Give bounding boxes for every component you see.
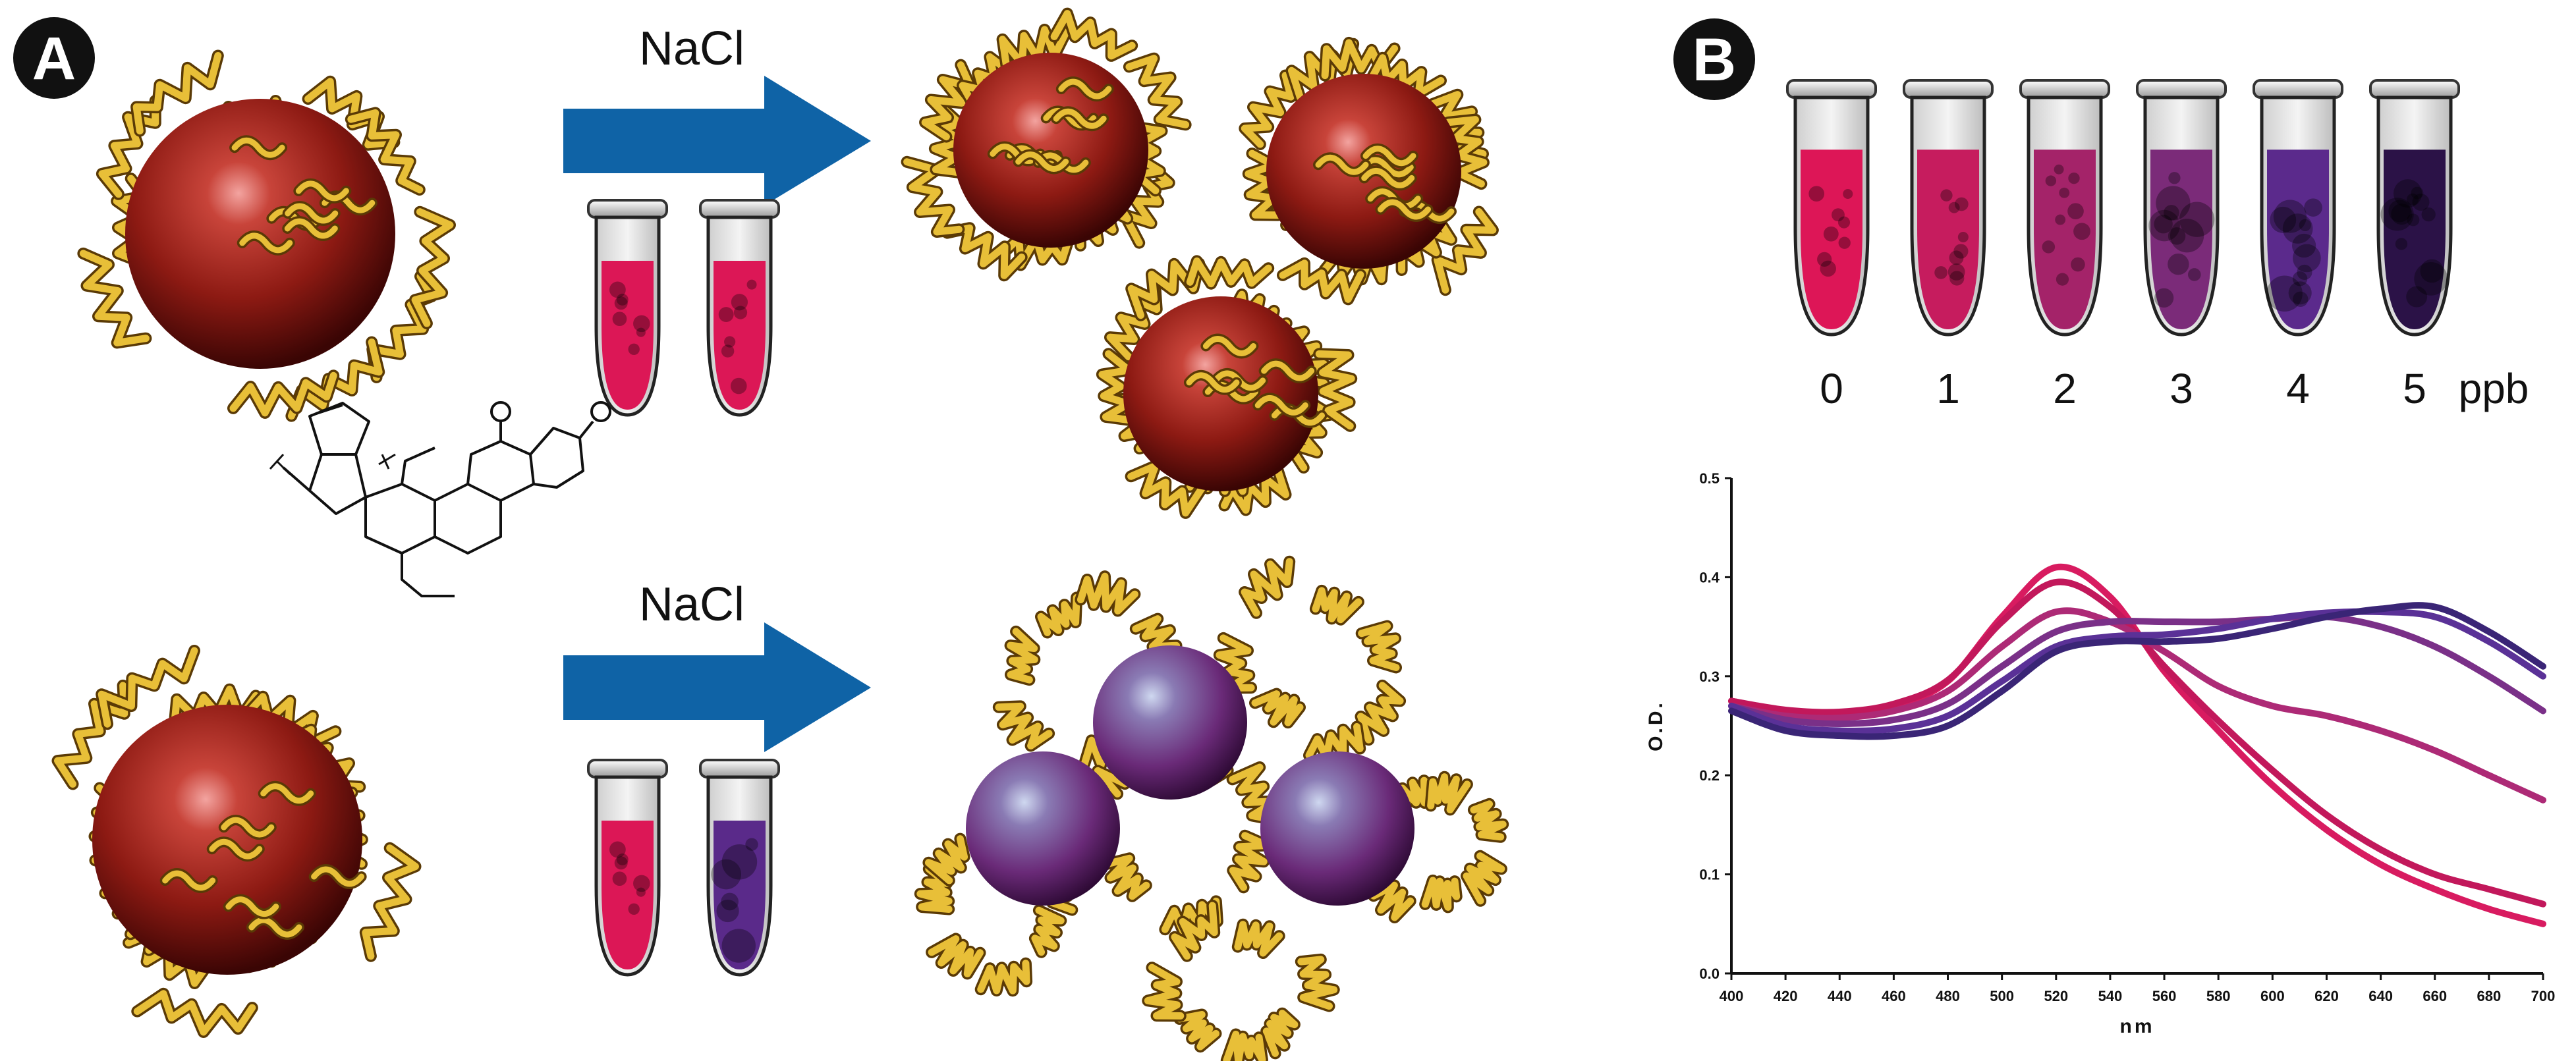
x-tick-label: 400 <box>1720 988 1744 1004</box>
y-tick-label: 0.0 <box>1699 966 1720 982</box>
aflatoxin-structure <box>269 401 611 597</box>
y-tick-label: 0.1 <box>1699 867 1720 883</box>
y-tick-label: 0.4 <box>1699 569 1720 585</box>
sample-tube <box>2136 79 2227 337</box>
x-tick-label: 500 <box>1990 988 2014 1004</box>
concentration-label: 5 <box>2403 365 2426 412</box>
x-tick-label: 620 <box>2314 988 2339 1004</box>
sample-tube <box>2253 79 2343 337</box>
x-tick-label: 600 <box>2260 988 2285 1004</box>
x-tick-label: 520 <box>2044 988 2068 1004</box>
tube-series <box>1786 79 2460 337</box>
x-tick-label: 440 <box>1828 988 1852 1004</box>
aggregated-aunps <box>914 555 1509 1061</box>
spectrum-line-5 <box>1728 602 2546 740</box>
panel-a-label: A <box>32 25 76 92</box>
nacl-label-top: NaCl <box>639 22 744 75</box>
x-tick-label: 460 <box>1882 988 1906 1004</box>
tube-pair-bottom <box>587 759 780 977</box>
panel-b-label: B <box>1693 26 1736 94</box>
concentration-label: 3 <box>2170 365 2193 412</box>
x-tick-label: 560 <box>2152 988 2177 1004</box>
panel-b-badge: B <box>1673 18 1755 100</box>
arrow-bottom: NaCl <box>563 578 871 752</box>
spectrum-line-4 <box>1728 608 2546 734</box>
tube-pair-top <box>587 199 780 417</box>
spectrum-line-3 <box>1728 612 2546 727</box>
y-tick-label: 0.3 <box>1699 668 1720 685</box>
x-tick-label: 420 <box>1774 988 1798 1004</box>
panel-a: A NaCl <box>13 7 1509 1061</box>
sample-tube <box>587 199 668 417</box>
aunp-with-aptamers-top <box>77 49 456 422</box>
x-axis-label: nm <box>2120 1016 2155 1037</box>
concentration-labels: 0 1 2 3 4 5 <box>1820 365 2426 412</box>
x-tick-label: 640 <box>2368 988 2393 1004</box>
concentration-label: 4 <box>2286 365 2310 412</box>
y-tick-label: 0.5 <box>1699 470 1720 487</box>
uv-vis-chart: 400 420 440 460 480 500 520 540 560 580 600 620 640 6… <box>1645 470 2555 1037</box>
panel-b: B 0 1 2 3 4 5 ppb 400 420 440 460 480 500 520 540 560… <box>1645 18 2555 1037</box>
concentration-label: 1 <box>1936 365 1960 412</box>
sample-tube <box>2369 79 2460 337</box>
sample-tube <box>587 759 668 977</box>
sample-tube <box>1903 79 1994 337</box>
y-axis-label: O.D. <box>1645 700 1667 751</box>
nacl-label-bottom: NaCl <box>639 578 744 631</box>
x-tick-label: 700 <box>2531 988 2556 1004</box>
sample-tube <box>1786 79 1877 337</box>
x-tick-label: 680 <box>2477 988 2502 1004</box>
arrow-top: NaCl <box>563 22 871 205</box>
sample-tube <box>699 199 780 417</box>
x-tick-label: 660 <box>2422 988 2447 1004</box>
concentration-label: 0 <box>1820 365 1843 412</box>
aunp-with-aptamers-bottom <box>51 645 422 1038</box>
panel-a-badge: A <box>13 17 95 99</box>
sample-tube <box>2019 79 2110 337</box>
dispersed-aunps <box>901 7 1499 519</box>
concentration-unit: ppb <box>2459 365 2529 412</box>
x-tick-label: 580 <box>2206 988 2231 1004</box>
sample-tube <box>699 759 780 977</box>
x-tick-label: 480 <box>1936 988 1960 1004</box>
concentration-label: 2 <box>2053 365 2077 412</box>
x-tick-label: 540 <box>2098 988 2123 1004</box>
y-tick-label: 0.2 <box>1699 767 1720 784</box>
